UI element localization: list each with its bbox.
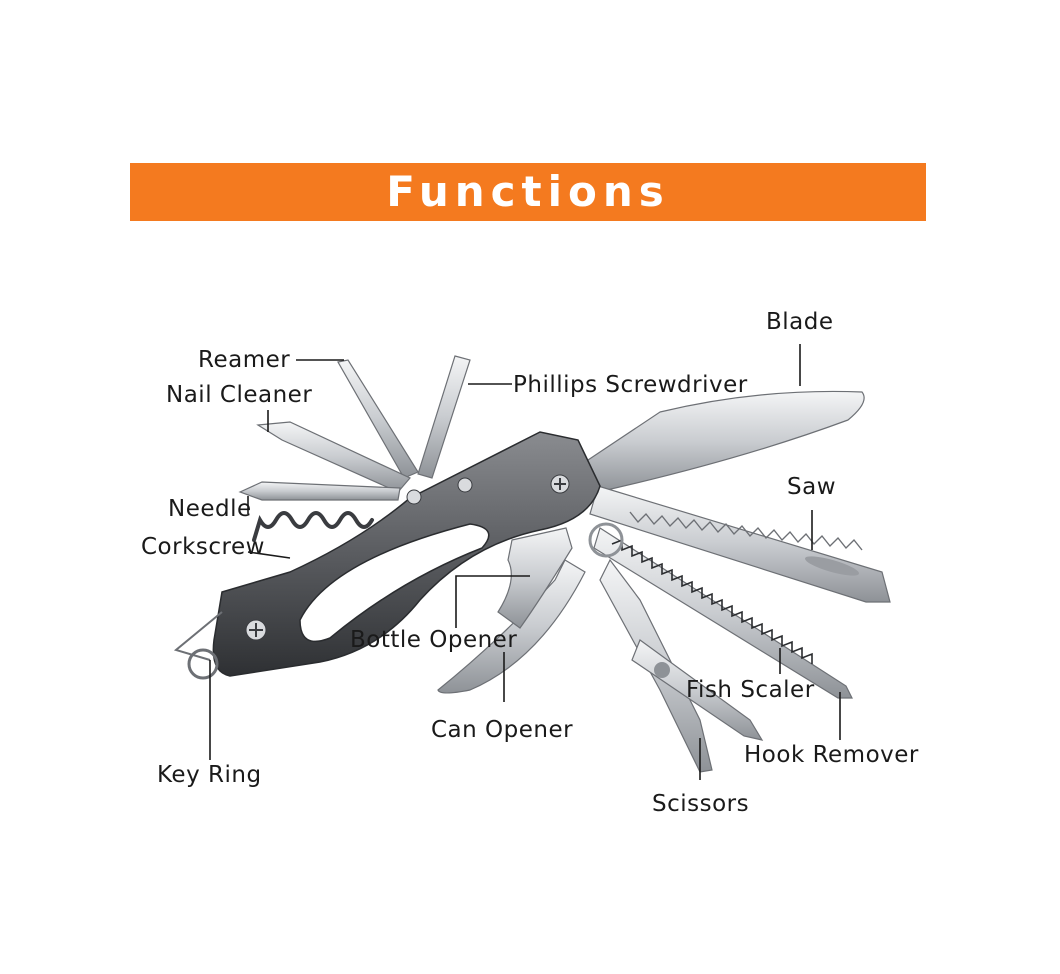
label-phillips-screwdriver: Phillips Screwdriver bbox=[513, 372, 748, 398]
leader-corkscrew bbox=[247, 551, 291, 559]
label-needle: Needle bbox=[168, 496, 252, 522]
label-fish-scaler: Fish Scaler bbox=[686, 677, 815, 703]
banner-title: Functions bbox=[386, 167, 670, 216]
screw-2 bbox=[457, 477, 473, 493]
leader-lines bbox=[209, 344, 841, 780]
label-hook-remover: Hook Remover bbox=[744, 742, 919, 768]
label-can-opener: Can Opener bbox=[431, 717, 573, 743]
handle bbox=[173, 431, 624, 680]
saw-slot bbox=[805, 556, 859, 576]
label-scissors: Scissors bbox=[652, 791, 749, 817]
leader-bottle-opener bbox=[455, 575, 530, 628]
label-reamer: Reamer bbox=[198, 347, 290, 373]
blade-tool bbox=[584, 390, 865, 493]
key-ring-loop bbox=[187, 648, 219, 680]
saw-teeth bbox=[629, 511, 863, 551]
labels: Reamer Nail Cleaner Needle Corkscrew Key… bbox=[141, 309, 919, 817]
nail-cleaner-tool bbox=[256, 421, 411, 493]
screw-1 bbox=[406, 489, 422, 505]
label-saw: Saw bbox=[787, 474, 836, 500]
lanyard-ring bbox=[588, 522, 624, 558]
bottle-opener-tool bbox=[497, 527, 573, 629]
needle-tool bbox=[238, 481, 401, 501]
label-corkscrew: Corkscrew bbox=[141, 534, 265, 560]
key-ring-clip bbox=[173, 611, 223, 661]
corkscrew-tool bbox=[252, 511, 374, 542]
label-nail-cleaner: Nail Cleaner bbox=[166, 382, 312, 408]
phillips-screwdriver-tool bbox=[417, 355, 471, 479]
label-blade: Blade bbox=[766, 309, 834, 335]
can-opener-tool bbox=[437, 559, 586, 694]
tool-illustration bbox=[238, 355, 891, 773]
saw-tool bbox=[589, 485, 891, 603]
fish-scaler-tool bbox=[593, 527, 853, 699]
title-banner: Functions bbox=[130, 163, 926, 221]
handle-slot bbox=[299, 523, 490, 643]
label-key-ring: Key Ring bbox=[157, 762, 262, 788]
label-bottle-opener: Bottle Opener bbox=[350, 627, 517, 653]
scissors-pivot bbox=[654, 662, 670, 678]
fish-scaler-teeth bbox=[611, 538, 813, 664]
